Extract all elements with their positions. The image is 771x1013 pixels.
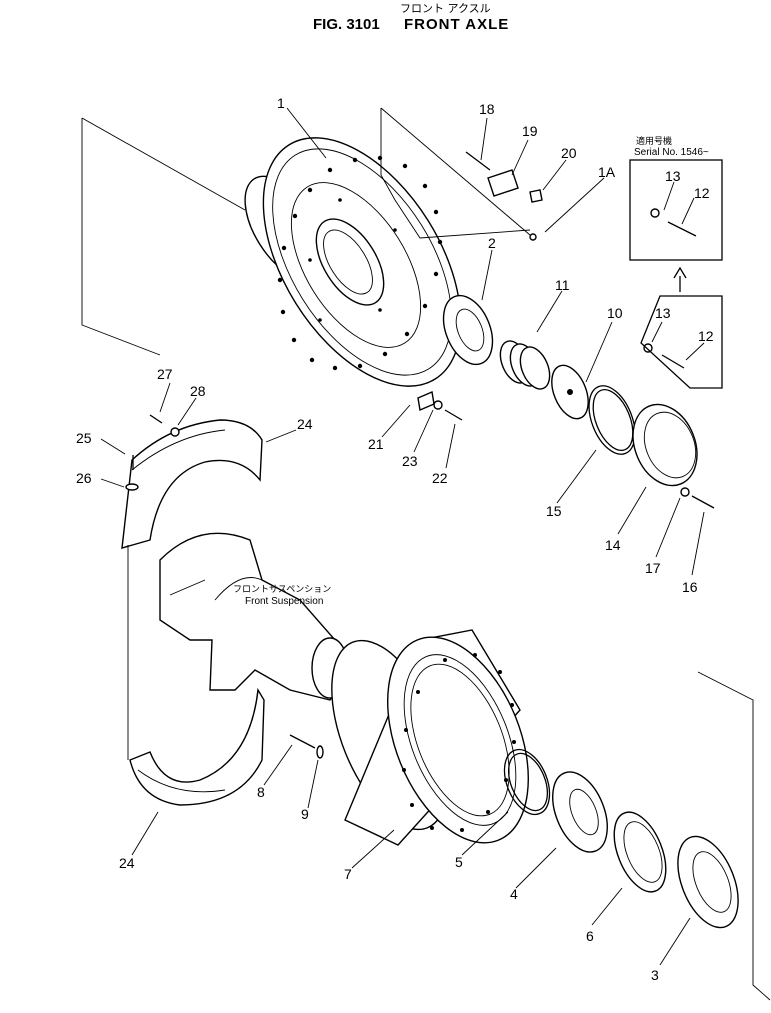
label-part-2: 2	[488, 235, 496, 251]
part-24-upper-cover	[121, 419, 263, 549]
leader-lines	[100, 107, 705, 966]
label-part-6: 6	[586, 928, 594, 944]
label-part-22: 22	[432, 470, 448, 486]
part-2-bearing	[442, 294, 494, 366]
suspension-callout: フロントサスペンション Front Suspension	[233, 584, 331, 607]
part-26-washer	[125, 483, 139, 491]
label-part-1a: 1A	[598, 164, 616, 180]
part-28-washer	[170, 427, 180, 437]
serial-box-frame	[629, 159, 723, 261]
part-19-lock-plate	[487, 169, 519, 197]
part-20-nut	[529, 189, 543, 203]
label-part-27: 27	[157, 366, 173, 382]
part-15-o-ring	[588, 385, 636, 455]
label-part-24-lower: 24	[119, 855, 135, 871]
part-14-cover	[632, 403, 698, 487]
part-7-brake-drum	[331, 629, 529, 846]
part-24-lower-cover	[129, 687, 265, 806]
label-part-26: 26	[76, 470, 92, 486]
label-part-12: 12	[698, 328, 714, 344]
label-part-15: 15	[546, 503, 562, 519]
part-1-hub-flange	[244, 137, 462, 387]
callout-english: Front Suspension	[245, 596, 323, 607]
part-12-bolt-serial	[667, 221, 697, 237]
part-labels: 1 18 19 20 1A 13 12 2 11 10 13 12 27 28 …	[76, 95, 714, 983]
part-4-seal	[552, 771, 608, 853]
guide-lines	[81, 107, 771, 1001]
part-12-bolt	[661, 354, 685, 369]
front-suspension-body	[159, 532, 349, 701]
part-1a-plug	[529, 233, 537, 241]
part-8-bolt	[289, 734, 316, 749]
label-part-10: 10	[607, 305, 623, 321]
part-5-o-ring	[503, 748, 551, 816]
part-9-washer	[316, 745, 324, 759]
label-part-18: 18	[479, 101, 495, 117]
part-21-plate	[417, 391, 435, 411]
figure-name: FRONT AXLE	[404, 16, 509, 33]
label-part-12-serial: 12	[694, 185, 710, 201]
label-part-20: 20	[561, 145, 577, 161]
label-part-24-upper: 24	[297, 416, 313, 432]
label-part-17: 17	[645, 560, 661, 576]
upgrade-arrow-icon	[673, 266, 687, 292]
label-part-8: 8	[257, 784, 265, 800]
figure-number: FIG. 3101	[313, 16, 380, 33]
serial-number: Serial No. 1546~	[634, 147, 709, 158]
serial-japanese: 適用号機	[636, 135, 672, 147]
part-17-washer	[680, 487, 690, 497]
label-part-7: 7	[344, 866, 352, 882]
label-part-28: 28	[190, 383, 206, 399]
label-part-16: 16	[682, 579, 698, 595]
part-6-race	[613, 811, 667, 893]
label-part-21: 21	[368, 436, 384, 452]
label-part-3: 3	[651, 967, 659, 983]
label-part-13-serial: 13	[665, 168, 681, 184]
part-13-washer	[643, 343, 653, 353]
label-part-23: 23	[402, 453, 418, 469]
callout-japanese: フロントサスペンション	[233, 584, 331, 595]
variant-bracket	[640, 295, 723, 389]
small-hardware	[125, 151, 715, 759]
diagram-title: フロント アクスル FIG. 3101 FRONT AXLE	[313, 2, 509, 33]
part-3-bearing	[677, 835, 739, 929]
part-16-bolt	[691, 495, 715, 509]
part-18-bolt	[465, 151, 491, 171]
label-part-4: 4	[510, 886, 518, 902]
part-10-plate	[551, 364, 589, 420]
label-part-11: 11	[555, 277, 570, 293]
label-part-5: 5	[455, 854, 463, 870]
part-27-bolt	[149, 414, 163, 424]
label-part-9: 9	[301, 806, 309, 822]
label-part-1: 1	[277, 95, 285, 111]
label-part-13: 13	[655, 305, 671, 321]
part-22-bolt	[444, 409, 463, 421]
part-23-washer	[433, 400, 443, 410]
label-part-19: 19	[522, 123, 538, 139]
part-11-shims	[499, 340, 551, 390]
title-japanese: フロント アクスル	[400, 2, 491, 15]
label-part-25: 25	[76, 430, 92, 446]
part-13-washer-serial	[650, 208, 660, 218]
label-part-14: 14	[605, 537, 621, 553]
serial-variant-box: 適用号機 Serial No. 1546~	[629, 135, 723, 389]
